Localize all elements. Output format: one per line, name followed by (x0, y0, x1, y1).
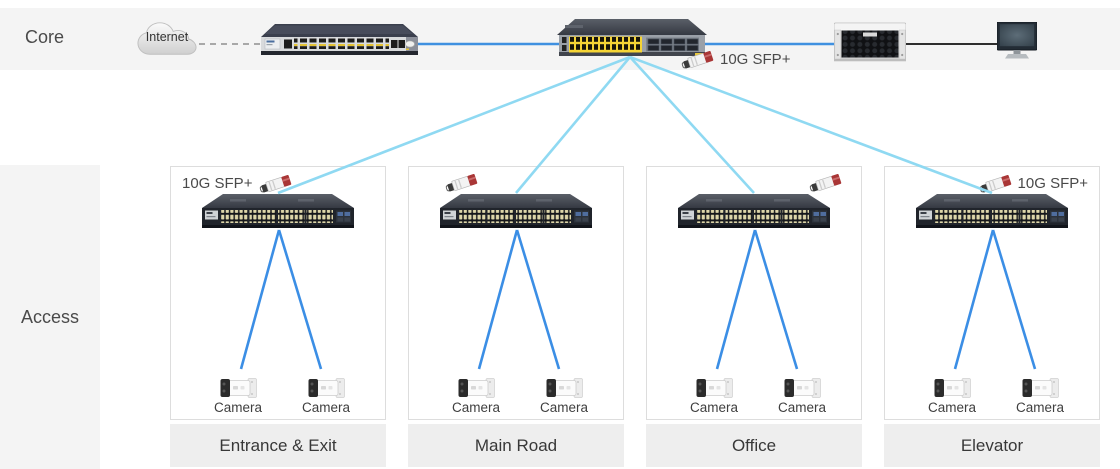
camera-label: Camera (301, 400, 350, 415)
camera-icon (545, 377, 583, 399)
access-switch-icon (916, 194, 1068, 228)
zone-body: Camera Camera (408, 166, 624, 420)
sfp-transceiver-icon (807, 170, 842, 195)
camera-icon (783, 377, 821, 399)
camera-icon (933, 377, 971, 399)
camera-label: Camera (927, 400, 976, 415)
zone-body: 10G SFP+ Camera Camera (884, 166, 1100, 420)
internet-cloud-icon: Internet (136, 19, 198, 59)
sfp-label: 10G SFP+ (720, 51, 791, 68)
zone-elevator: 10G SFP+ Camera Camera Elevator (884, 166, 1100, 467)
sfp-transceiver-icon (258, 171, 293, 196)
sfp-transceiver-icon (977, 171, 1012, 196)
camera-label: Camera (1015, 400, 1064, 415)
camera-label: Camera (539, 400, 588, 415)
internet-label: Internet (145, 30, 189, 44)
zone-body: Camera Camera (646, 166, 862, 420)
core-sfp-module: 10G SFP+ (681, 51, 790, 68)
camera-icon (219, 377, 257, 399)
core-layer-label: Core (25, 27, 65, 47)
zone-label: Entrance & Exit (170, 424, 386, 467)
storage-server-icon (834, 22, 906, 62)
zone-label: Elevator (884, 424, 1100, 467)
zone-sfp-module (409, 175, 623, 191)
zone-sfp-module: 10G SFP+ (171, 175, 385, 192)
camera-label: Camera (451, 400, 500, 415)
monitor-icon (997, 22, 1037, 60)
zone-main-road: Camera Camera Main Road (408, 166, 624, 467)
zone-entrance-exit: 10G SFP+ Camera Camera Entrance & Exit (170, 166, 386, 467)
router-icon (261, 24, 418, 55)
zone-label: Main Road (408, 424, 624, 467)
zone-body: 10G SFP+ Camera Camera (170, 166, 386, 420)
camera-icon (307, 377, 345, 399)
zone-label: Office (646, 424, 862, 467)
zone-sfp-module: 10G SFP+ (885, 175, 1099, 192)
access-layer-band: Access (0, 165, 100, 469)
access-switch-icon (202, 194, 354, 228)
camera-label: Camera (777, 400, 826, 415)
zone-office: Camera Camera Office (646, 166, 862, 467)
camera-label: Camera (689, 400, 738, 415)
sfp-label: 10G SFP+ (182, 175, 253, 192)
access-switch-icon (440, 194, 592, 228)
sfp-transceiver-icon (443, 170, 478, 195)
camera-icon (695, 377, 733, 399)
zone-sfp-module (647, 175, 861, 191)
camera-icon (1021, 377, 1059, 399)
camera-label: Camera (213, 400, 262, 415)
access-layer-label: Access (20, 306, 80, 327)
camera-icon (457, 377, 495, 399)
sfp-label: 10G SFP+ (1017, 175, 1088, 192)
access-switch-icon (678, 194, 830, 228)
